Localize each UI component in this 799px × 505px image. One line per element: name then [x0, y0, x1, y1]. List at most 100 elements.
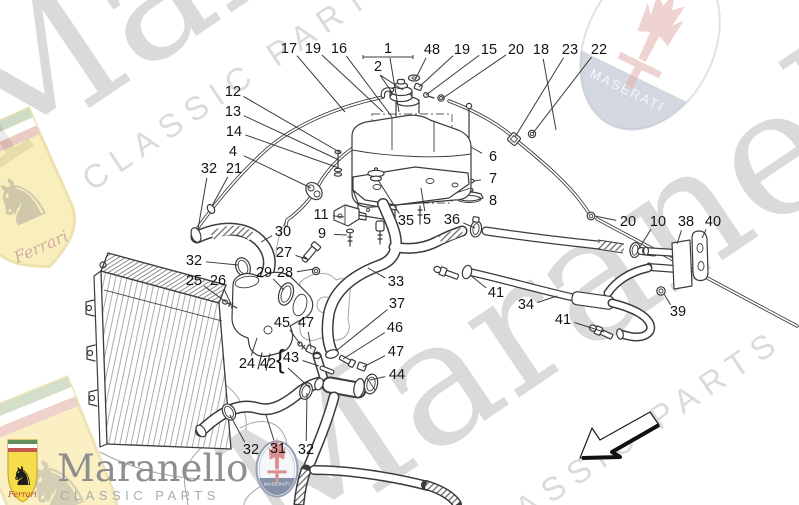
leader-line-37-34	[335, 309, 388, 352]
lower-hose-31	[195, 377, 462, 505]
part-callout-15-7: 15	[480, 42, 498, 58]
leader-line-15-7	[425, 54, 480, 96]
leader-line-31-52	[265, 414, 275, 441]
part-callout-41-48: 41	[487, 285, 505, 301]
support-bracket-11	[333, 204, 367, 247]
part-callout-10-44: 10	[649, 214, 667, 230]
part-callout-23-10: 23	[561, 42, 579, 58]
flange-40	[691, 230, 709, 282]
manifold-38-40	[603, 230, 709, 298]
tank-cap-2	[380, 78, 413, 103]
part-callout-21-17: 21	[225, 161, 243, 177]
brace-glyph-42-43: {	[276, 344, 285, 374]
part-callout-34-49: 34	[517, 297, 535, 313]
part-callout-18-9: 18	[532, 42, 550, 58]
diagram-line-art: {	[85, 54, 799, 505]
part-callout-41-50: 41	[554, 312, 572, 328]
ferrari-shield-logo: ♞ Ferrari	[7, 439, 38, 503]
tank-mount-washers-35	[367, 167, 385, 182]
leader-line-22-11	[532, 56, 592, 134]
leader-line-14-14	[245, 134, 340, 169]
leader-line-34-49	[537, 295, 558, 303]
leader-line-6-18	[470, 146, 483, 154]
part-callout-11-21: 11	[313, 207, 329, 223]
leader-line-48-5	[414, 57, 427, 81]
trident-icon	[617, 0, 685, 90]
part-callout-6-18: 6	[488, 149, 498, 165]
leader-line-44-37	[369, 376, 386, 381]
part-callout-32-16: 32	[200, 161, 218, 177]
leader-line-25-31	[203, 285, 227, 303]
logo-subtitle: CLASSIC PARTS	[60, 488, 220, 503]
leader-line-46-35	[342, 332, 385, 360]
part-callout-2-4: 2	[373, 59, 383, 75]
leader-line-27-27	[295, 254, 307, 260]
leader-line-38-45	[676, 230, 682, 245]
pipe-fitting-20	[586, 211, 596, 221]
leader-line-43-42	[302, 359, 320, 367]
leader-line-20-8	[442, 54, 507, 99]
leader-line-16-2	[345, 55, 393, 118]
leader-lines	[197, 54, 707, 443]
leader-line-32-28	[205, 261, 239, 266]
part-callout-46-35: 46	[386, 320, 404, 336]
leader-line-11-21	[332, 215, 345, 218]
logo-name: Maranello	[57, 447, 248, 490]
part-callout-19-1: 19	[304, 41, 322, 57]
part-callout-20-8: 20	[507, 42, 525, 58]
leader-line-23-10	[514, 57, 565, 138]
t-hose-33	[321, 198, 468, 359]
bleed-valve-41a	[433, 265, 460, 280]
sensor-washer-28	[311, 266, 321, 276]
part-callout-47-36: 47	[387, 344, 405, 360]
cap-clip-19	[413, 82, 423, 91]
housing-screw-25-26	[221, 299, 238, 309]
leader-line-19-6	[418, 55, 454, 88]
part-callout-42-41: 42	[259, 356, 277, 372]
part-callout-8-20: 8	[488, 193, 498, 209]
part-callout-36-25: 36	[443, 212, 461, 228]
leader-line-26-32	[223, 288, 232, 305]
part-callout-31-52: 31	[269, 441, 287, 457]
leader-line-36-25	[463, 222, 476, 229]
leader-line-12-12	[243, 95, 342, 154]
leader-line-32-51	[229, 414, 246, 443]
part-callout-32-51: 32	[242, 442, 260, 458]
lower-pipe-34-41	[433, 264, 656, 342]
leader-line-32-53	[305, 392, 308, 442]
leader-line-20-43	[594, 215, 617, 221]
part-callout-40-46: 40	[704, 214, 722, 230]
leader-line-45-38	[289, 329, 301, 345]
union-cluster-42-47	[297, 341, 379, 399]
tank-bracket-5	[352, 166, 470, 245]
leader-line-40-46	[701, 229, 707, 239]
screw-9	[345, 228, 355, 234]
part-callout-12-12: 12	[224, 84, 242, 100]
clip-47a	[305, 344, 317, 355]
leader-line-41-48	[469, 274, 487, 289]
ferrari-shield-watermark-1: ♞ Ferrari	[0, 106, 76, 268]
upper-pipe	[469, 216, 658, 259]
part-callout-25-31: 25	[185, 273, 203, 289]
part-callout-17-0: 17	[280, 41, 298, 57]
radiator	[85, 252, 232, 450]
group-bracket-1	[362, 55, 414, 59]
leader-line-29-29	[272, 278, 285, 291]
callout-helpers	[287, 55, 414, 389]
leader-line-10-44	[637, 229, 652, 251]
brand-logo: ♞ Ferrari Maranello CLASSIC PARTS	[7, 439, 248, 503]
leader-line-28-30	[296, 268, 315, 273]
leader-line-21-17	[211, 176, 229, 207]
hose-grommet-4	[305, 181, 323, 201]
leader-line-17-0	[296, 55, 346, 113]
cap-washer-48	[407, 74, 421, 82]
prancing-horse-icon: ♞	[11, 461, 34, 491]
part-callout-44-37: 44	[388, 367, 406, 383]
part-callout-39-47: 39	[669, 304, 687, 320]
leader-line-8-20	[477, 196, 482, 200]
maserati-oval-badge: MASERATI	[255, 437, 299, 498]
vent-hoses	[195, 95, 385, 231]
leader-line-18-9	[542, 58, 557, 131]
